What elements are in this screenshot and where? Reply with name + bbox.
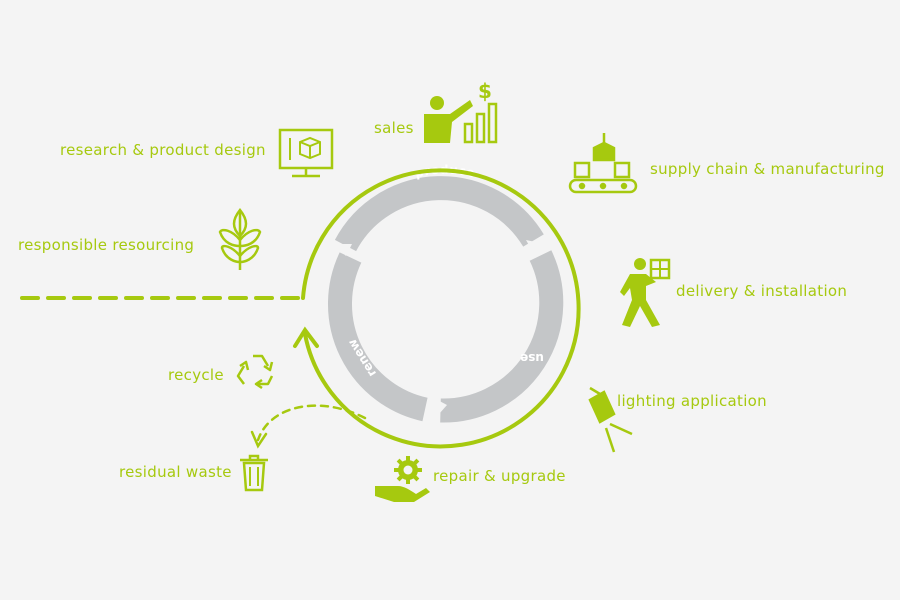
residual-waste-label: residual waste [119, 463, 232, 481]
waste-dashed-line [256, 404, 367, 442]
loop-arrow-head [293, 326, 319, 348]
produce-segment [334, 176, 544, 252]
responsible-resourcing-label: responsible resourcing [18, 236, 195, 254]
research-design-label: research & product design [60, 141, 266, 159]
use-label: use [520, 351, 544, 365]
person-presenting-chart-icon: $ [424, 79, 498, 144]
outer-lifecycle-loop [20, 168, 581, 449]
lighting-application-label: lighting application [617, 392, 767, 410]
hand-with-gear-icon [375, 456, 430, 502]
inner-cycle-ring [328, 176, 564, 423]
renew-segment [328, 252, 428, 422]
svg-text:$: $ [478, 79, 492, 103]
repair-upgrade-label: repair & upgrade [433, 467, 566, 485]
use-segment [440, 250, 564, 423]
monitor-3d-design-icon [278, 128, 334, 178]
segment-notches [334, 240, 545, 422]
outer-loop-arc [301, 168, 581, 449]
supply-chain-label: supply chain & manufacturing [650, 160, 885, 178]
waste-arrow-head [250, 430, 268, 449]
sales-label: sales [374, 119, 414, 137]
delivery-installation-label: delivery & installation [676, 282, 848, 300]
recycle-label: recycle [168, 366, 224, 384]
spotlight-icon [588, 386, 633, 453]
person-carrying-box-icon [620, 258, 671, 327]
plant-leaf-icon [218, 207, 262, 270]
recycle-icon [236, 354, 274, 390]
conveyor-belt-icon [568, 133, 638, 194]
trash-can-icon [240, 454, 268, 492]
